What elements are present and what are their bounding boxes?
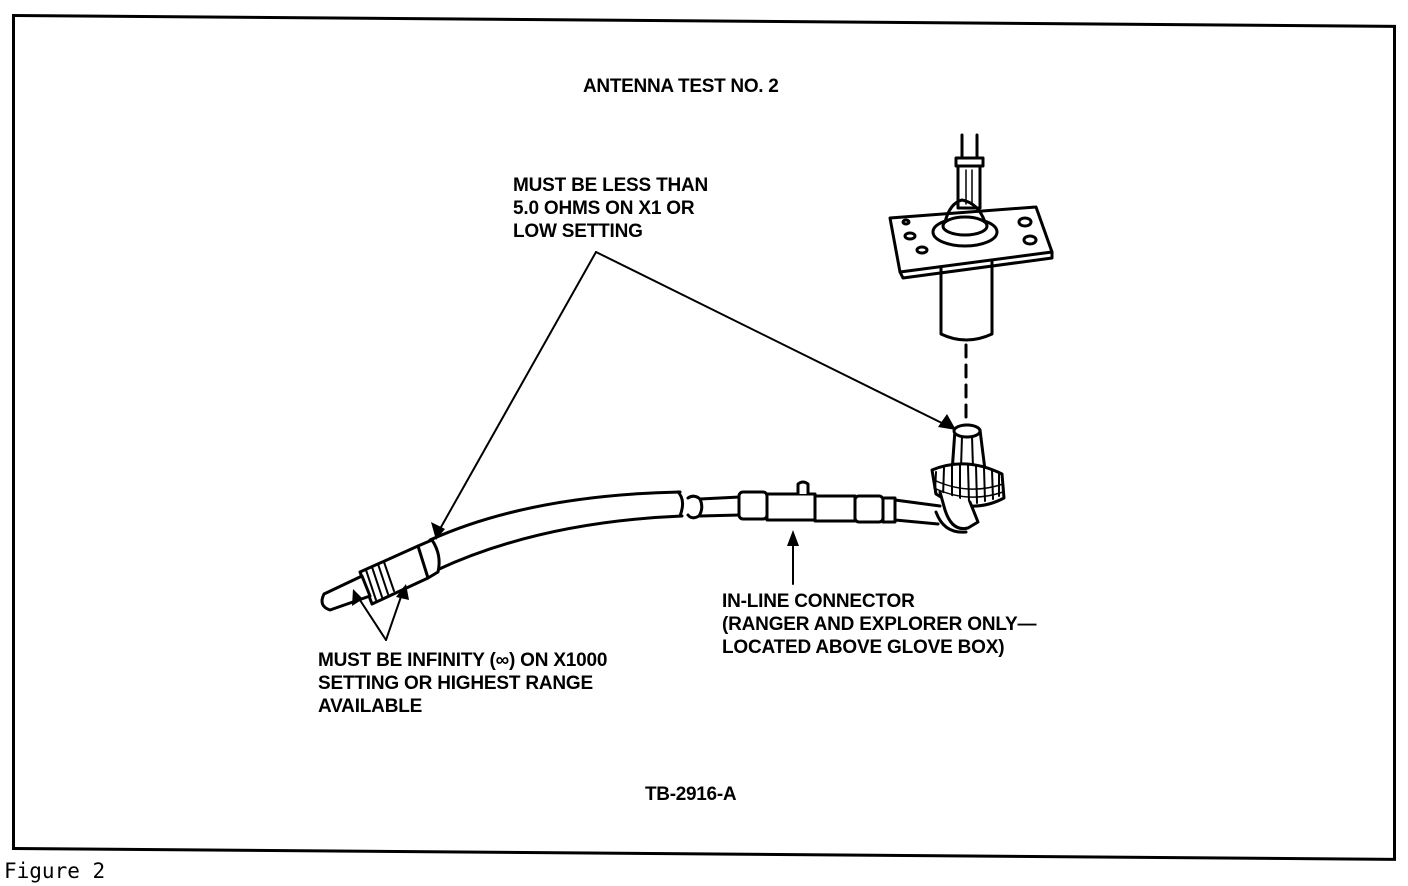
callout-line: AVAILABLE (318, 696, 423, 717)
figure-code: TB-2916-A (645, 784, 737, 805)
callout-inline-connector: IN-LINE CONNECTOR (RANGER AND EXPLORER O… (722, 590, 1037, 659)
callout-line: IN-LINE CONNECTOR (722, 591, 915, 612)
diagram-title: ANTENNA TEST NO. 2 (583, 76, 779, 97)
inline-connector-assembly (686, 480, 942, 526)
callout-line: SETTING OR HIGHEST RANGE (318, 673, 593, 694)
figure-caption: Figure 2 (4, 859, 106, 883)
callout-line: MUST BE INFINITY (∞) ON X1000 (318, 650, 608, 671)
cable-elbow (934, 490, 980, 534)
antenna-mast (954, 133, 985, 210)
callout-line: 5.0 OHMS ON X1 OR (513, 198, 695, 219)
cable-end-plug (320, 538, 441, 612)
callout-line: LOCATED ABOVE GLOVE BOX) (722, 637, 1005, 658)
antenna-mounting-plate (888, 198, 1054, 280)
antenna-plug-tip (950, 423, 987, 474)
arrow-heads (352, 414, 956, 606)
antenna-cable (428, 490, 685, 572)
callout-low-resistance: MUST BE LESS THAN 5.0 OHMS ON X1 OR LOW … (513, 174, 708, 243)
antenna-housing (939, 260, 994, 342)
callout-line: MUST BE LESS THAN (513, 175, 709, 196)
callout-arrows (355, 251, 953, 641)
callout-line: LOW SETTING (513, 221, 643, 242)
callout-infinity: MUST BE INFINITY (∞) ON X1000 SETTING OR… (318, 649, 607, 718)
callout-line: (RANGER AND EXPLORER ONLY— (722, 614, 1037, 635)
